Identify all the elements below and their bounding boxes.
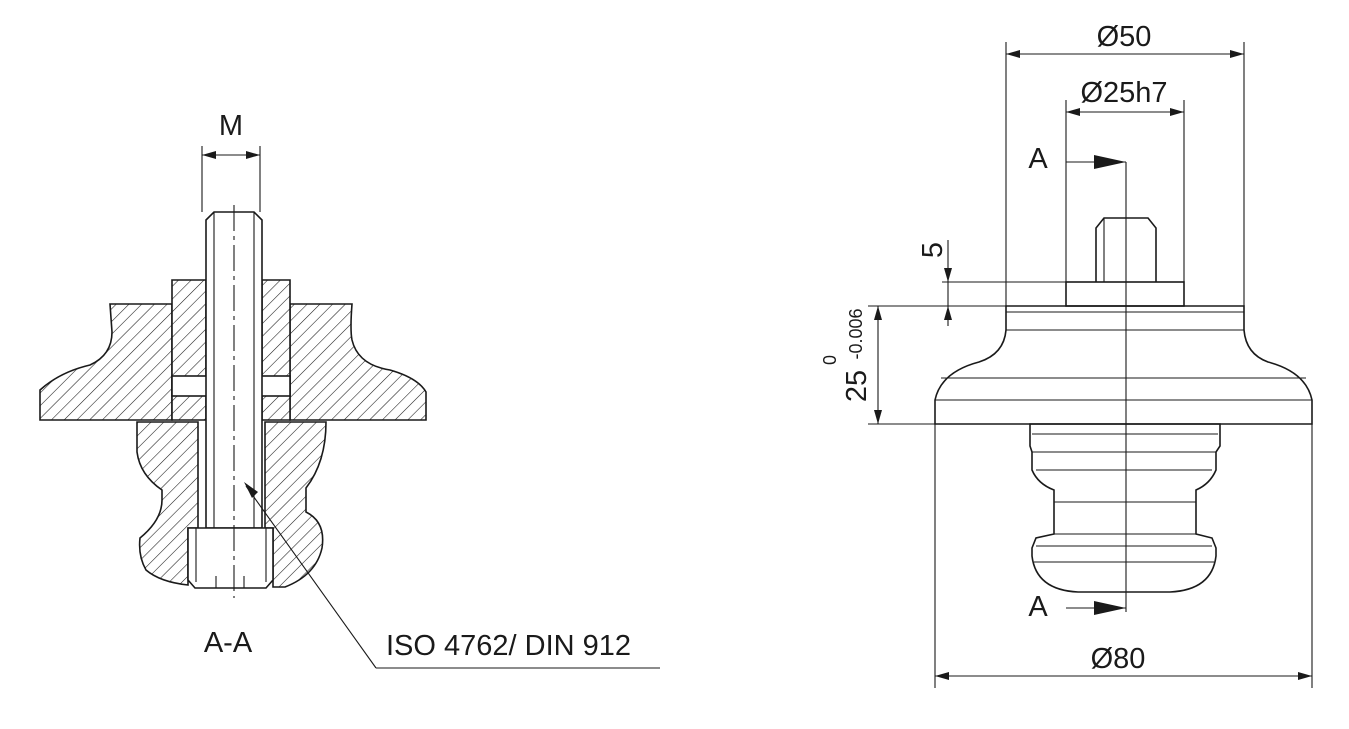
screw-head xyxy=(187,527,274,589)
dia-shank-label: Ø25h7 xyxy=(1080,77,1167,109)
sleeve-left-section xyxy=(171,279,207,421)
sleeve-right-section xyxy=(261,279,291,421)
section-view: M A-A ISO 4762/ DIN 912 xyxy=(39,110,660,669)
tolerance-upper-label: 0 xyxy=(820,355,840,365)
side-view: A A Ø50 Ø25h7 5 25 0 -0.006 xyxy=(820,21,1313,688)
dia-outer-top-label: Ø50 xyxy=(1097,21,1152,53)
tolerance-lower-label: -0.006 xyxy=(846,308,866,359)
section-label: A-A xyxy=(204,627,253,659)
screw-leader-line xyxy=(245,485,377,669)
thread-label: M xyxy=(219,110,243,142)
dim-step-label: 5 xyxy=(917,242,949,258)
cut-label-top: A xyxy=(1028,143,1048,175)
lower-body-right-section xyxy=(264,421,327,588)
screw-standard-label: ISO 4762/ DIN 912 xyxy=(386,630,631,662)
lower-neck xyxy=(1029,423,1221,593)
dia-base-label: Ø80 xyxy=(1091,643,1146,675)
upper-body-left-section xyxy=(39,303,173,421)
cut-label-bottom: A xyxy=(1028,591,1048,623)
height-nominal-label: 25 xyxy=(841,370,873,402)
lower-body-left-section xyxy=(136,421,199,586)
upper-body-right-section xyxy=(289,303,427,421)
top-flange xyxy=(934,305,1313,425)
shank-collar xyxy=(1065,281,1185,307)
